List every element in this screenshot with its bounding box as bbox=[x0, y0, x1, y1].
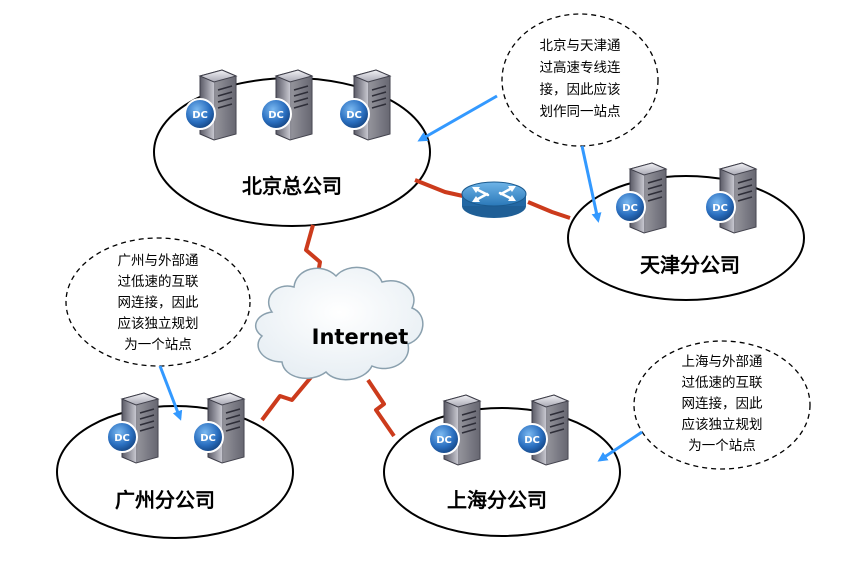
dc-badge-label: DC bbox=[622, 203, 638, 214]
callout-line: 网连接，因此 bbox=[118, 294, 199, 311]
shanghai-site-label: 上海分公司 bbox=[447, 488, 547, 512]
beijing-router-link bbox=[414, 178, 464, 198]
dc-badge-label: DC bbox=[436, 435, 452, 446]
callout-line: 应该独立规划 bbox=[682, 416, 763, 433]
guangzhou-callout-bubble bbox=[65, 237, 251, 367]
guangzhou-internet-link bbox=[260, 374, 314, 422]
dc-server-icon: DC bbox=[192, 392, 246, 464]
dc-badge-label: DC bbox=[192, 110, 208, 121]
callout-line: 北京与天津通 bbox=[540, 38, 621, 54]
domain-controllers: DC DC DC DC DC DC DC DC DC bbox=[106, 69, 758, 466]
beijing-site-label: 北京总公司 bbox=[242, 174, 342, 198]
dc-server-icon: DC bbox=[184, 69, 238, 141]
guangzhou-callout-text: 广州与外部通 过低速的互联 网连接，因此 应该独立规划 为一个站点 bbox=[118, 253, 199, 353]
dc-badge-label: DC bbox=[346, 110, 362, 121]
dc-server-icon: DC bbox=[614, 162, 668, 234]
callout-line: 过低速的互联 bbox=[682, 375, 763, 391]
shanghai-callout-bubble bbox=[633, 340, 811, 470]
guangzhou-site-ellipse bbox=[56, 405, 294, 539]
dc-server-icon: DC bbox=[106, 392, 160, 464]
guangzhou-site-label: 广州分公司 bbox=[115, 488, 215, 512]
dc-badge-label: DC bbox=[712, 203, 728, 214]
dc-badge-label: DC bbox=[114, 433, 130, 444]
callout-arrows bbox=[158, 94, 643, 462]
callout-line: 为一个站点 bbox=[688, 438, 756, 454]
arrow-to-beijing bbox=[417, 94, 498, 142]
dc-server-icon: DC bbox=[260, 69, 314, 141]
callout-line: 过低速的互联 bbox=[118, 274, 199, 290]
internet-label: Internet bbox=[312, 325, 409, 349]
dc-badge-label: DC bbox=[524, 435, 540, 446]
shanghai-site-ellipse bbox=[383, 407, 621, 537]
callout-line: 上海与外部通 bbox=[682, 354, 763, 370]
dc-server-icon: DC bbox=[428, 394, 482, 466]
callout-line: 广州与外部通 bbox=[118, 253, 199, 269]
callout-line: 过高速专线连 bbox=[540, 59, 621, 76]
dc-server-icon: DC bbox=[516, 394, 570, 466]
arrow-to-shanghai bbox=[597, 430, 643, 462]
arrow-to-tianjin bbox=[580, 145, 602, 223]
router-icon bbox=[461, 181, 527, 218]
beijing-tianjin-callout-text: 北京与天津通 过高速专线连 接，因此应该 划作同一站点 bbox=[540, 38, 621, 120]
callout-line: 接，因此应该 bbox=[540, 81, 621, 98]
router-tianjin-link bbox=[527, 200, 571, 220]
callout-line: 应该独立规划 bbox=[118, 315, 199, 332]
shanghai-internet-link bbox=[366, 378, 396, 438]
dc-badge-label: DC bbox=[268, 110, 284, 121]
dc-badge-label: DC bbox=[200, 433, 216, 444]
tianjin-site-label: 天津分公司 bbox=[640, 253, 740, 277]
arrow-to-guangzhou bbox=[158, 365, 183, 421]
shanghai-callout-text: 上海与外部通 过低速的互联 网连接，因此 应该独立规划 为一个站点 bbox=[682, 354, 763, 454]
dc-server-icon: DC bbox=[704, 162, 758, 234]
callout-line: 划作同一站点 bbox=[540, 104, 621, 120]
beijing-tianjin-callout-bubble bbox=[501, 13, 659, 147]
tianjin-site-ellipse bbox=[567, 175, 805, 301]
callout-line: 为一个站点 bbox=[124, 337, 192, 353]
dc-server-icon: DC bbox=[338, 69, 392, 141]
callout-line: 网连接，因此 bbox=[682, 395, 763, 412]
internet-cloud bbox=[254, 266, 424, 381]
